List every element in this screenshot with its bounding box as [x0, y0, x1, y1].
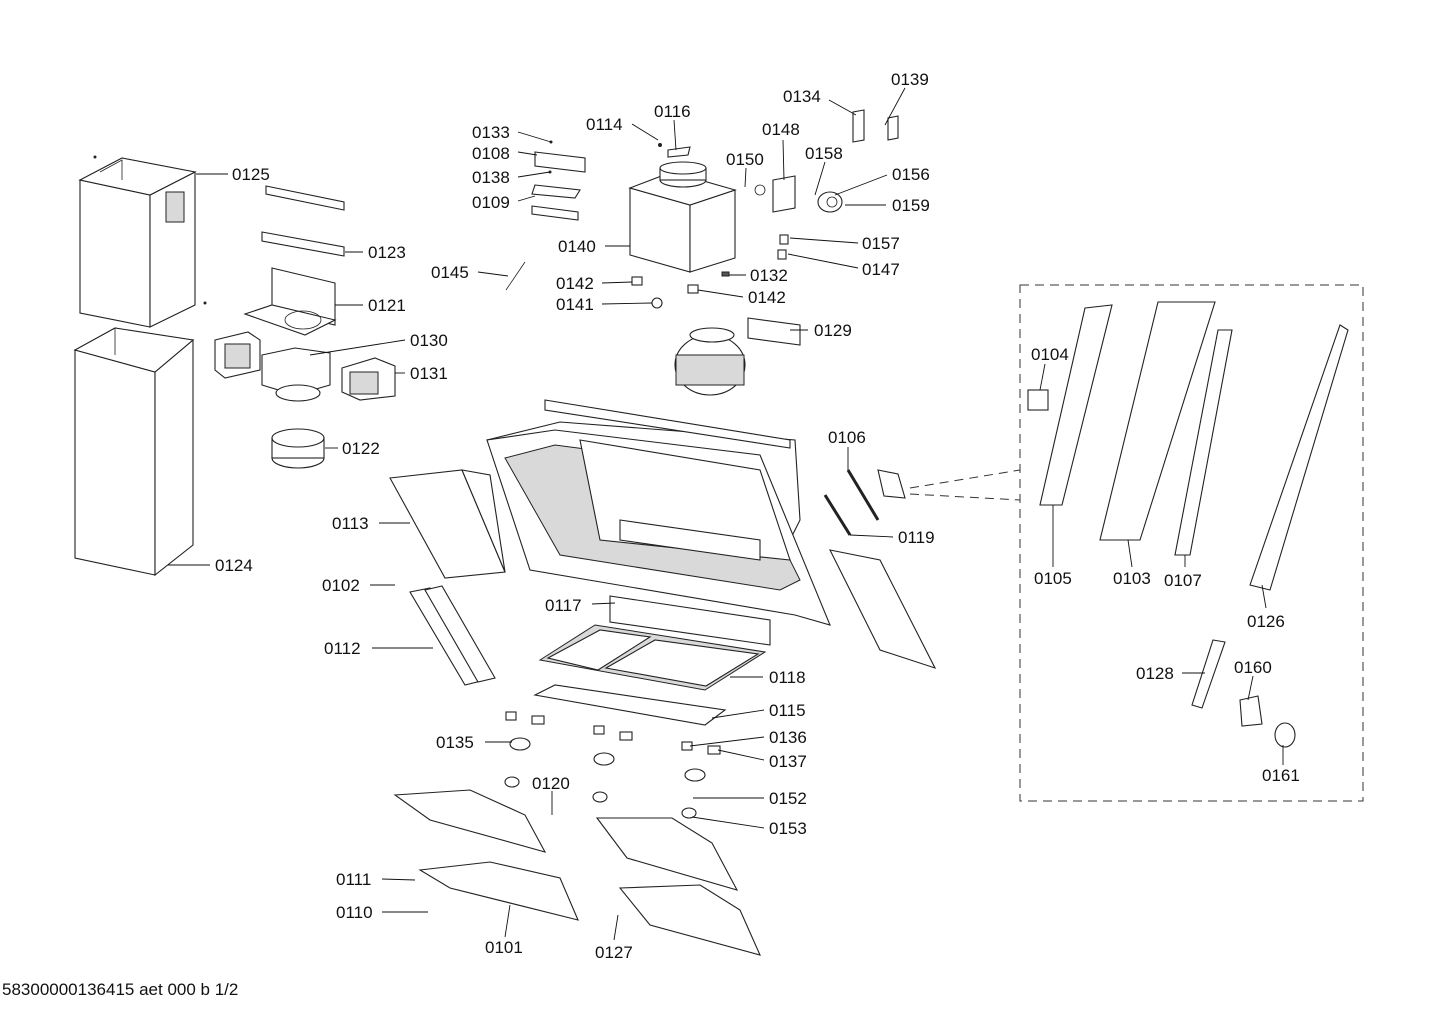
- label-0127: 0127: [595, 943, 633, 962]
- rails-0106: [823, 469, 906, 536]
- mounting-bracket: [243, 267, 337, 336]
- label-0135: 0135: [436, 733, 474, 752]
- label-0142-right: 0142: [748, 288, 786, 307]
- chimney-upper: [78, 155, 207, 328]
- label-0145: 0145: [431, 263, 469, 282]
- label-0101: 0101: [485, 938, 523, 957]
- label-0115: 0115: [769, 701, 806, 720]
- label-0128: 0128: [1136, 664, 1174, 683]
- label-0103: 0103: [1113, 569, 1151, 588]
- label-0112: 0112: [324, 639, 361, 658]
- label-0106: 0106: [828, 428, 866, 447]
- label-0152: 0152: [769, 789, 807, 808]
- duct-ring: [271, 428, 325, 469]
- label-0136: 0136: [769, 728, 807, 747]
- label-0123: 0123: [368, 243, 406, 262]
- label-0109: 0109: [472, 193, 510, 212]
- label-0126: 0126: [1247, 612, 1285, 631]
- chimney-lower: [73, 327, 195, 577]
- label-0125: 0125: [232, 165, 270, 184]
- label-0160: 0160: [1234, 658, 1272, 677]
- label-0105: 0105: [1034, 569, 1072, 588]
- top-small-parts: [505, 140, 730, 309]
- label-0110: 0110: [336, 903, 373, 922]
- label-0150: 0150: [726, 150, 764, 169]
- label-0122: 0122: [342, 439, 380, 458]
- rails-0112: [409, 585, 496, 686]
- label-0131: 0131: [410, 364, 448, 383]
- label-0157: 0157: [862, 234, 900, 253]
- bracket-top: [261, 185, 345, 257]
- label-0114: 0114: [586, 115, 623, 134]
- part-labels: 0125 0123 0121 0130 0131 0122 0124 0133 …: [215, 70, 1300, 962]
- label-0147: 0147: [862, 260, 900, 279]
- document-id-footer: 58300000136415 aet 000 b 1/2: [2, 980, 239, 999]
- label-0134: 0134: [783, 87, 821, 106]
- filters: [533, 595, 771, 726]
- label-0142-left: 0142: [556, 274, 594, 293]
- label-0133: 0133: [472, 123, 510, 142]
- side-panels: [389, 469, 937, 669]
- label-0113: 0113: [332, 514, 369, 533]
- label-0111: 0111: [336, 870, 371, 889]
- label-0120: 0120: [532, 774, 570, 793]
- glass-panels: [393, 789, 761, 956]
- label-0132: 0132: [750, 266, 788, 285]
- label-0141: 0141: [556, 295, 594, 314]
- label-0102: 0102: [322, 576, 360, 595]
- label-0119: 0119: [898, 528, 935, 547]
- lights: [504, 711, 721, 819]
- label-0104: 0104: [1031, 345, 1069, 364]
- leader-lines: [168, 87, 1284, 941]
- motor-housing: [628, 161, 737, 273]
- label-0129: 0129: [814, 321, 852, 340]
- label-0137: 0137: [769, 752, 807, 771]
- label-0140: 0140: [558, 237, 596, 256]
- controls-top-right: [754, 109, 899, 260]
- label-0108: 0108: [472, 144, 510, 163]
- label-0156: 0156: [892, 165, 930, 184]
- label-0121: 0121: [368, 296, 406, 315]
- label-0161: 0161: [1262, 766, 1300, 785]
- label-0153: 0153: [769, 819, 807, 838]
- label-0139: 0139: [891, 70, 929, 89]
- label-0159: 0159: [892, 196, 930, 215]
- label-0117: 0117: [545, 596, 582, 615]
- label-0158: 0158: [805, 144, 843, 163]
- label-0107: 0107: [1164, 571, 1202, 590]
- detail-box: [1019, 284, 1364, 802]
- label-0130: 0130: [410, 331, 448, 350]
- label-0138: 0138: [472, 168, 510, 187]
- label-0124: 0124: [215, 556, 253, 575]
- detail-parts: [909, 301, 1349, 748]
- canopy-body: [486, 399, 831, 626]
- fan-assembly: [674, 317, 801, 396]
- label-0116: 0116: [654, 102, 691, 121]
- label-0148: 0148: [762, 120, 800, 139]
- label-0118: 0118: [769, 668, 806, 687]
- duct-adapters: [214, 331, 396, 402]
